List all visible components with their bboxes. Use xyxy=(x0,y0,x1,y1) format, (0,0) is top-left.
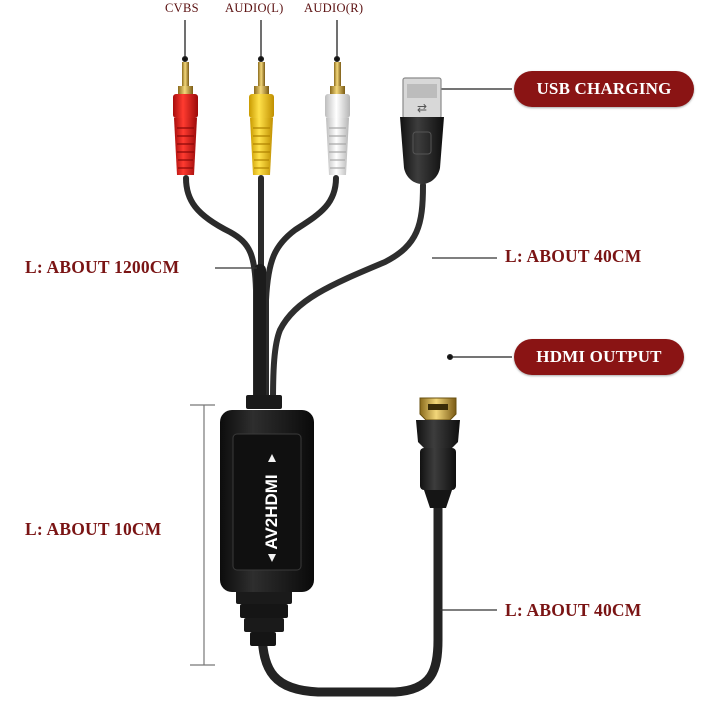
hdmi-connector xyxy=(416,397,460,508)
usb-a-connector: ⇄ xyxy=(400,77,444,184)
label-cvbs: CVBS xyxy=(165,1,199,15)
hdmi-output-badge: HDMI OUTPUT xyxy=(514,339,684,375)
device-name-label: AV2HDMI xyxy=(262,474,281,549)
hdmi-cable-length-label: L: ABOUT 40CM xyxy=(505,600,642,620)
connector-leader-lines xyxy=(181,20,512,361)
rca-cable-length-label: L: ABOUT 1200CM xyxy=(25,257,180,277)
rca-connector-cvbs xyxy=(173,62,198,175)
label-audio-right: AUDIO(R) xyxy=(304,1,364,15)
svg-text:⇄: ⇄ xyxy=(417,101,427,115)
label-audio-left: AUDIO(L) xyxy=(225,1,284,15)
strain-relief xyxy=(236,395,292,646)
box-dimension-marker xyxy=(190,404,215,666)
box-length-label: L: ABOUT 10CM xyxy=(25,519,162,539)
rca-connector-audio-right xyxy=(325,62,350,175)
rca-connector-audio-left xyxy=(249,62,274,175)
hdmi-cable xyxy=(257,495,443,697)
usb-charging-badge: USB CHARGING xyxy=(514,71,694,107)
av2hdmi-converter-box xyxy=(220,410,314,592)
usb-cable xyxy=(270,182,426,405)
usb-cable-length-label: L: ABOUT 40CM xyxy=(505,246,642,266)
length-leader-lines xyxy=(215,257,497,611)
